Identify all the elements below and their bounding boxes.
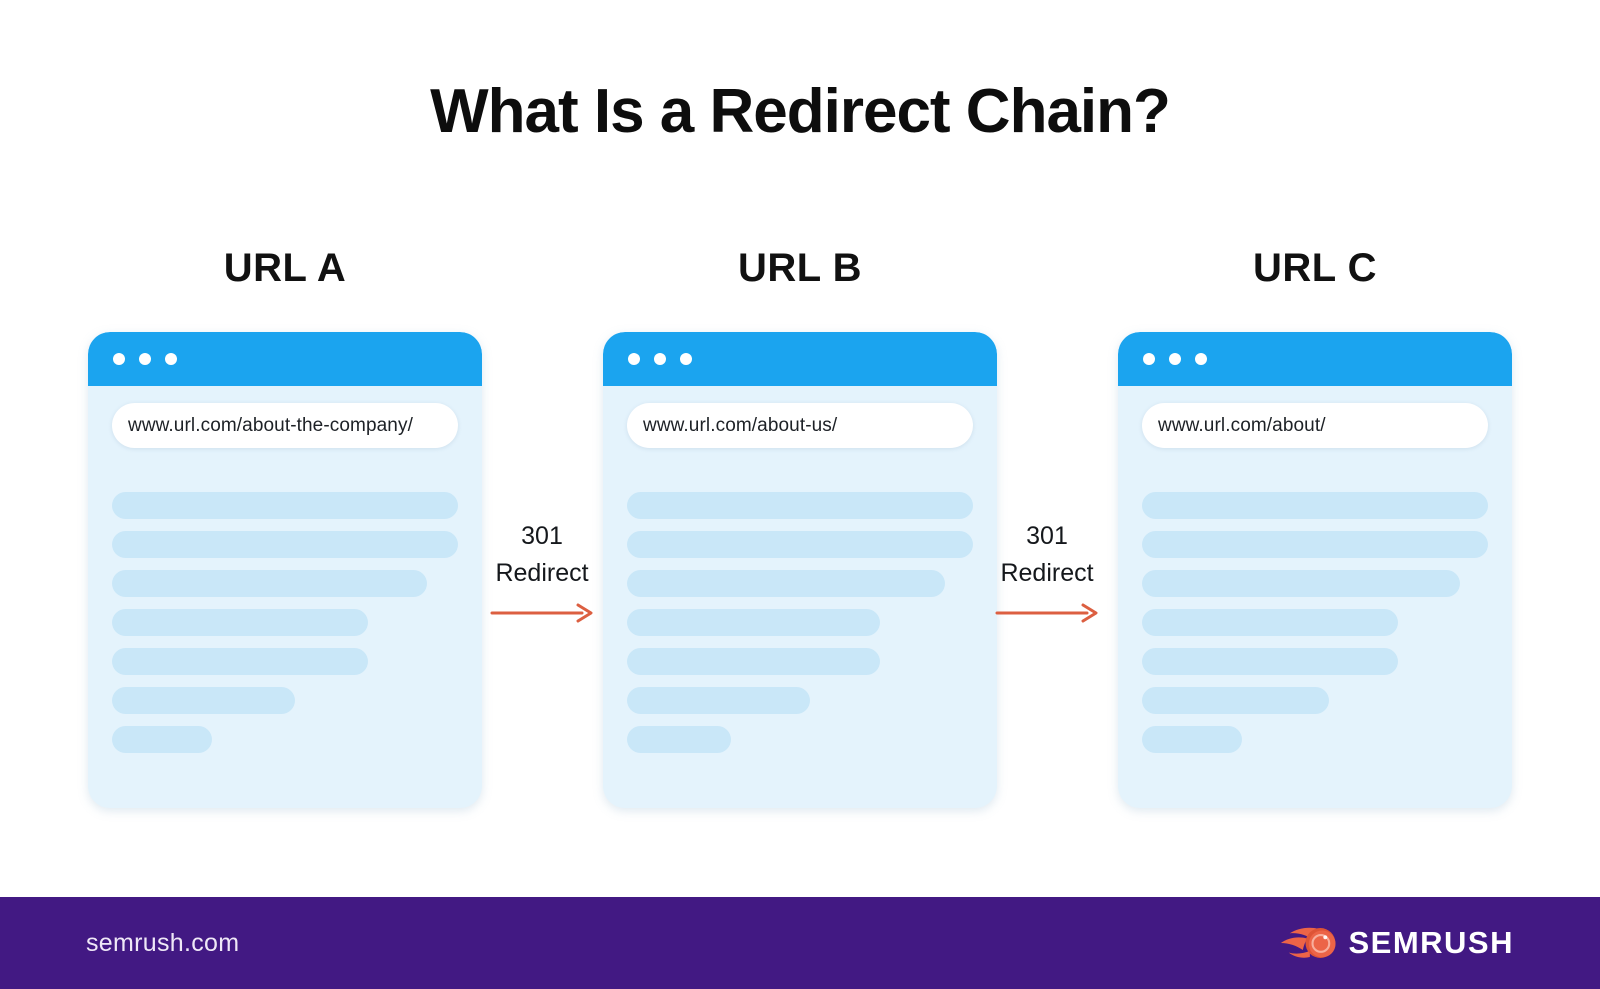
content-placeholder-line [1142, 648, 1399, 675]
content-placeholder-line [627, 492, 973, 519]
content-placeholder-line [627, 687, 811, 714]
content-placeholder-line [112, 687, 296, 714]
content-placeholder-block [112, 492, 458, 753]
window-control-dot [139, 353, 151, 365]
window-control-dot [1169, 353, 1181, 365]
content-placeholder-block [1142, 492, 1488, 753]
content-placeholder-line [112, 531, 458, 558]
window-control-dot [165, 353, 177, 365]
page-title: What Is a Redirect Chain? [430, 77, 1171, 146]
content-placeholder-line [627, 531, 973, 558]
semrush-wordmark: SEMRUSH [1348, 925, 1514, 960]
semrush-logo: SEMRUSH [1280, 923, 1514, 963]
browser-titlebar [1118, 332, 1512, 386]
address-bar-b: www.url.com/about-us/ [627, 403, 973, 448]
content-placeholder-line [627, 726, 731, 753]
content-placeholder-line [1142, 492, 1488, 519]
browser-window-a: www.url.com/about-the-company/ [88, 332, 482, 808]
browser-window-c: www.url.com/about/ [1118, 332, 1512, 808]
content-placeholder-line [112, 726, 213, 753]
window-control-dot [654, 353, 666, 365]
content-placeholder-line [112, 609, 369, 636]
content-placeholder-line [112, 492, 458, 519]
window-control-dot [1195, 353, 1207, 365]
content-placeholder-line [1142, 531, 1488, 558]
window-control-dot [113, 353, 125, 365]
browser-body: www.url.com/about-the-company/ [88, 386, 482, 753]
content-placeholder-line [1142, 570, 1461, 597]
status-label: Redirect [1000, 559, 1094, 587]
status-code: 301 [1026, 522, 1068, 550]
window-control-dot [1143, 353, 1155, 365]
right-arrow-icon [995, 603, 1098, 623]
browser-window-b: www.url.com/about-us/ [603, 332, 997, 808]
content-placeholder-line [112, 570, 427, 597]
browser-body: www.url.com/about/ [1118, 386, 1512, 753]
url-text: www.url.com/about-us/ [643, 414, 838, 436]
url-b-label: URL B [738, 246, 862, 290]
redirect-connector-2: 301 Redirect [992, 518, 1102, 628]
window-control-dot [628, 353, 640, 365]
url-text: www.url.com/about/ [1158, 414, 1326, 436]
content-placeholder-block [627, 492, 973, 753]
url-text: www.url.com/about-the-company/ [128, 414, 413, 436]
content-placeholder-line [627, 648, 880, 675]
redirect-connector-1: 301 Redirect [487, 518, 597, 628]
content-placeholder-line [1142, 687, 1329, 714]
content-placeholder-line [112, 648, 369, 675]
content-placeholder-line [627, 570, 946, 597]
window-control-dot [680, 353, 692, 365]
semrush-flame-icon [1281, 927, 1337, 958]
browser-titlebar [603, 332, 997, 386]
address-bar-a: www.url.com/about-the-company/ [112, 403, 458, 448]
status-label: Redirect [495, 559, 589, 587]
url-c-label: URL C [1253, 246, 1377, 290]
status-code: 301 [521, 522, 563, 550]
url-c-column: URL C www.url.com/about/ [1118, 244, 1512, 808]
content-placeholder-line [1142, 726, 1243, 753]
browser-body: www.url.com/about-us/ [603, 386, 997, 753]
footer-site-url: semrush.com [86, 928, 240, 957]
content-placeholder-line [1142, 609, 1399, 636]
footer-bar: semrush.com SEMRUSH [0, 897, 1600, 989]
address-bar-c: www.url.com/about/ [1142, 403, 1488, 448]
url-b-column: URL B www.url.com/about-us/ [603, 244, 997, 808]
browser-titlebar [88, 332, 482, 386]
url-a-label: URL A [223, 246, 347, 290]
url-a-column: URL A www.url.com/about-the-company/ [88, 244, 482, 808]
content-placeholder-line [627, 609, 880, 636]
right-arrow-icon [490, 603, 593, 623]
